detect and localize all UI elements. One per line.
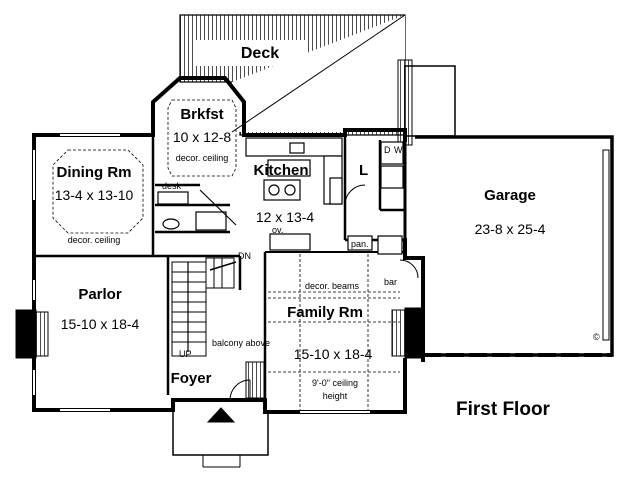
stairs <box>171 257 237 357</box>
dining-note: decor. ceiling <box>67 235 121 245</box>
balcony-note: balcony above <box>212 338 271 348</box>
kitchen-counters <box>245 137 343 251</box>
dryer-label: D <box>384 145 391 155</box>
garage-dims: 23-8 x 25-4 <box>474 221 546 237</box>
desk-label: desk <box>162 181 182 191</box>
windows <box>33 134 370 413</box>
garage-walls <box>415 135 614 357</box>
laundry-area <box>347 141 404 255</box>
exterior-walls <box>32 76 425 414</box>
dining-dims: 13-4 x 13-10 <box>54 187 134 203</box>
family-ceiling-note-1: 9'-0" ceiling <box>312 378 358 388</box>
stair-up-label: UP <box>179 349 192 359</box>
garage-name: Garage <box>484 187 536 204</box>
family-dims: 15-10 x 18-4 <box>293 346 373 362</box>
decor-ceiling-outlines <box>52 99 400 410</box>
fireplaces <box>15 307 424 359</box>
deck-label: Deck <box>240 45 280 62</box>
floor-title: First Floor <box>456 399 550 420</box>
interior-walls <box>34 135 405 400</box>
washer-label: W <box>394 145 403 155</box>
family-name: Family Rm <box>287 304 363 321</box>
brkfst-note: decor. ceiling <box>175 153 229 163</box>
laundry-label: L <box>359 162 369 179</box>
kitchen-dims: 12 x 13-4 <box>255 209 315 225</box>
brkfst-name: Brkfst <box>180 106 224 123</box>
door-swings <box>229 184 419 401</box>
parlor-name: Parlor <box>78 286 122 303</box>
dining-name: Dining Rm <box>56 164 132 181</box>
kitchen-name: Kitchen <box>253 162 309 179</box>
deck-area <box>179 14 456 146</box>
copyright-mark: © <box>593 332 600 342</box>
front-porch <box>172 407 269 468</box>
brkfst-dims: 10 x 12-8 <box>172 129 232 145</box>
bar-label: bar <box>384 277 398 287</box>
half-bath <box>157 189 237 231</box>
family-beams-note: decor. beams <box>305 281 360 291</box>
foyer-name: Foyer <box>170 370 212 387</box>
stair-down-label: DN <box>238 251 251 261</box>
family-ceiling-note-2: height <box>322 391 348 401</box>
oven-label: ov. <box>272 225 284 235</box>
pantry-label: pan. <box>351 239 369 249</box>
parlor-dims: 15-10 x 18-4 <box>60 316 140 332</box>
